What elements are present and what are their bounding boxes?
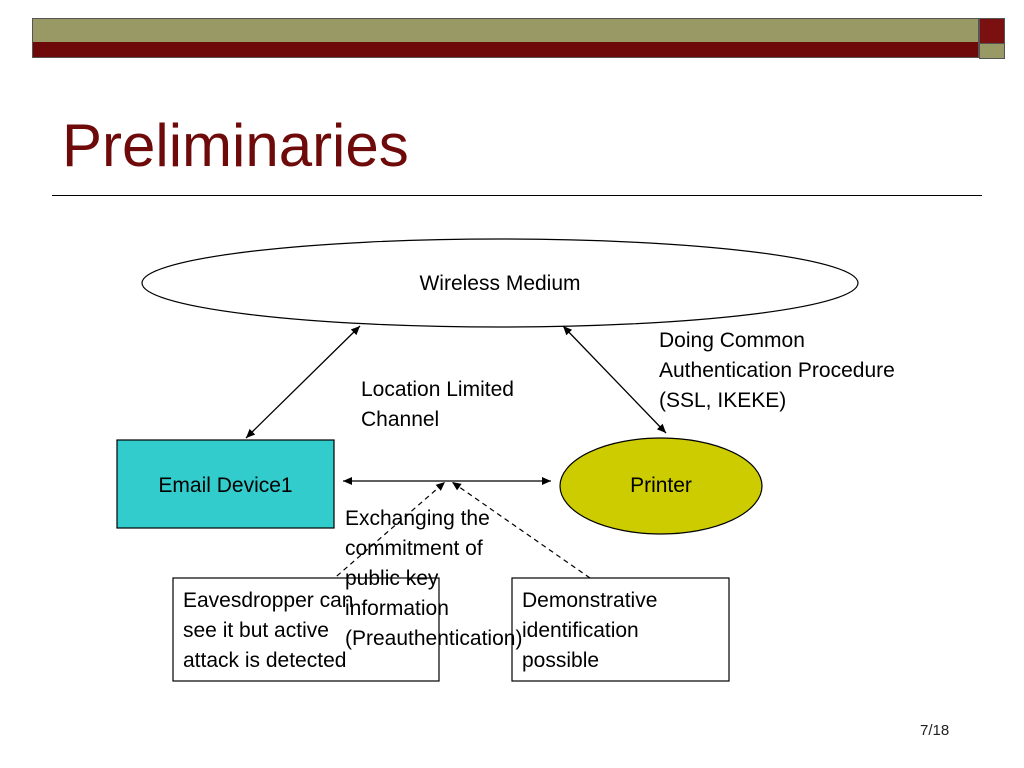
demonstrative-text: Demonstrative identification possible — [512, 578, 729, 684]
common-auth-label: Doing Common Authentication Procedure (S… — [659, 326, 979, 416]
location-line-2: Channel — [361, 408, 440, 431]
email-device-box — [116, 439, 335, 529]
eavesdropper-text: Eavesdropper can see it but active attac… — [173, 578, 439, 684]
dashed-arrow-demonstrative — [451, 481, 591, 579]
title-divider — [52, 195, 982, 196]
wireless-medium-ellipse — [141, 238, 859, 328]
printer-label: Printer — [630, 474, 692, 497]
eavesdropper-box — [172, 577, 440, 682]
printer-ellipse — [559, 437, 763, 535]
eavesdropper-line-3: attack is detected — [183, 649, 347, 672]
arrow-medium-printer — [562, 325, 667, 434]
exchanging-line-1: Exchanging the — [345, 507, 490, 530]
eavesdropper-line-2: see it but active — [183, 619, 329, 642]
common-auth-line-2: Authentication Procedure — [659, 359, 895, 382]
location-line-1: Location Limited — [361, 378, 514, 401]
header-band-maroon — [32, 42, 979, 58]
header-band-olive — [32, 18, 979, 43]
common-auth-line-1: Doing Common — [659, 329, 805, 352]
common-auth-line-3: (SSL, IKEKE) — [659, 389, 787, 412]
arrow-medium-email — [245, 325, 361, 439]
header-square-maroon — [979, 18, 1005, 44]
exchanging-line-2: commitment of — [345, 537, 483, 560]
demonstrative-line-1: Demonstrative — [522, 589, 658, 612]
exchanging-line-5: (Preauthentication) — [345, 627, 523, 650]
exchanging-line-4: information — [345, 597, 449, 620]
exchanging-line-3: public key — [345, 567, 439, 590]
demonstrative-line-2: identification — [522, 619, 639, 642]
dashed-arrow-eavesdropper — [329, 481, 446, 583]
wireless-medium-label: Wireless Medium — [419, 272, 581, 295]
page-number: 7/18 — [920, 722, 950, 739]
slide-title: Preliminaries — [62, 112, 409, 179]
email-device-label: Email Device1 — [158, 474, 293, 497]
eavesdropper-line-1: Eavesdropper can — [183, 589, 354, 612]
demonstrative-box — [511, 577, 730, 682]
demonstrative-line-3: possible — [522, 649, 600, 672]
header-square-olive — [979, 43, 1005, 59]
location-limited-channel-label: Location Limited Channel — [361, 375, 591, 435]
exchanging-label: Exchanging the commitment of public key … — [345, 504, 585, 654]
